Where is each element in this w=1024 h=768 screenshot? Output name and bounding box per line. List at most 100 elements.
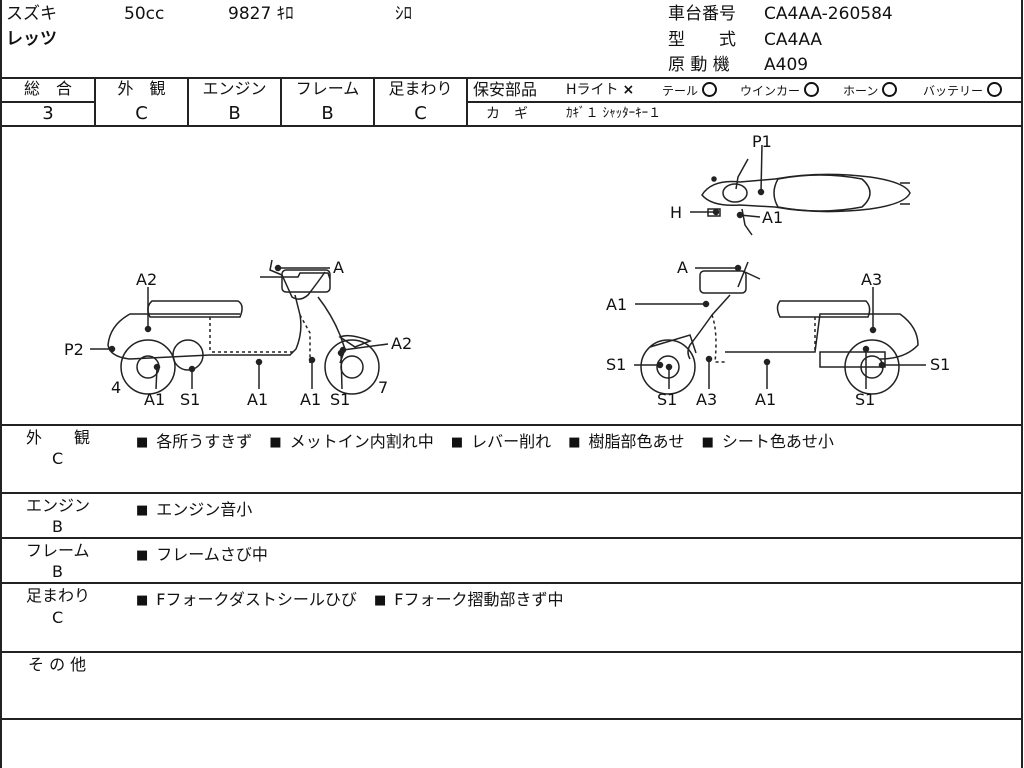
safety-item-winker: ウインカー	[740, 82, 820, 100]
bullet-icon: ■	[136, 593, 149, 608]
remark-label-engine: エンジン	[26, 496, 91, 515]
bullet-icon: ■	[450, 435, 464, 450]
remark-divider-1	[1, 492, 1022, 494]
left-view-markers	[90, 264, 389, 390]
remark-grade-frame: B	[52, 562, 63, 581]
remark-label-suspension: 足まわり	[26, 586, 91, 605]
remark-text: フレームさび中	[156, 545, 268, 564]
remark-item: ■ シート色あせ小	[702, 432, 834, 451]
remark-item: ■ エンジン音小	[136, 500, 252, 519]
remark-text: 樹脂部色あせ	[588, 432, 685, 451]
border-left	[0, 0, 2, 768]
grade-label-frame: フレーム	[295, 79, 360, 98]
label-a3-right: A3	[696, 390, 717, 409]
header-divider	[1, 77, 1022, 79]
label-a1-left-3: A1	[300, 390, 321, 409]
remark-text: メットイン内割れ中	[289, 432, 434, 451]
remark-grade-suspension: C	[52, 608, 64, 627]
color: ｼﾛ	[395, 4, 412, 24]
safety-label: 保安部品	[473, 80, 538, 99]
grade-value-overall: 3	[42, 103, 54, 124]
bullet-icon: ■	[568, 435, 581, 450]
maker: スズキ	[6, 4, 57, 24]
label-a1-left-1: A1	[144, 390, 165, 409]
safety-item-label: ホーン	[843, 84, 879, 98]
label-a3-right-seat: A3	[861, 270, 882, 289]
type-value: CA4AA	[764, 30, 823, 50]
grade-row-bottom	[1, 125, 1022, 127]
grade-label-exterior: 外 観	[117, 79, 166, 98]
displacement: 50cc	[124, 4, 165, 24]
label-a1-top: A1	[762, 208, 783, 227]
safety-item-battery: バッテリー	[923, 82, 1003, 100]
label-s1-right-2: S1	[855, 390, 875, 409]
mileage: 9827 ｷﾛ	[228, 4, 294, 24]
remark-items-exterior: ■ 各所うすきず ■ メットイン内割れ中 ■ レバー削れ ■ 樹脂部色あせ ■ シート色あ…	[136, 428, 846, 452]
label-a1-right-top: A1	[606, 295, 627, 314]
bullet-icon: ■	[136, 548, 149, 563]
remark-grade-exterior: C	[52, 449, 64, 468]
grade-value-engine: B	[228, 103, 241, 124]
bullet-icon: ■	[373, 593, 387, 608]
grade-divider-3	[280, 78, 282, 126]
safety-item-label: テール	[662, 84, 699, 98]
safety-item-label: ウインカー	[740, 84, 801, 98]
remark-text: Fフォーク摺動部きず中	[394, 590, 564, 609]
bullet-icon: ■	[136, 435, 149, 450]
remark-items-engine: ■ エンジン音小	[136, 496, 264, 520]
label-a1-right: A1	[755, 390, 776, 409]
grade-divider-2	[187, 78, 189, 126]
diagram-bottom	[1, 424, 1022, 426]
remark-text: エンジン音小	[156, 500, 253, 519]
remark-label-other: そ の 他	[28, 655, 87, 674]
model-name: レッツ	[6, 29, 57, 49]
border-right	[1021, 0, 1023, 768]
safety-item-tail: テール	[662, 82, 718, 100]
scooter-diagram: P1 H A1 A A2 A2 P2 4 A1 S1 A1 A1 S1 7 A …	[64, 132, 950, 409]
remark-divider-3	[1, 582, 1022, 584]
remark-divider-5	[1, 718, 1022, 720]
remark-item: ■ Fフォーク摺動部きず中	[374, 590, 564, 609]
right-view-markers	[634, 264, 926, 389]
key-label: カ ギ	[486, 106, 528, 122]
remark-text: レバー削れ	[471, 432, 552, 451]
label-s1-left-1: S1	[180, 390, 200, 409]
remark-text: シート色あせ小	[721, 432, 834, 451]
cross-icon: ×	[622, 82, 635, 98]
grade-label-overall: 総 合	[23, 79, 72, 98]
label-a-left: A	[333, 258, 344, 277]
engine-value: A409	[764, 55, 809, 75]
bullet-icon: ■	[136, 503, 149, 518]
grade-divider-4	[373, 78, 375, 126]
grade-value-suspension: C	[414, 103, 427, 124]
label-a2-left-front: A2	[391, 334, 412, 353]
grade-divider-1	[94, 78, 96, 126]
label-h: H	[670, 203, 682, 222]
circle-icon	[882, 82, 898, 97]
remark-label-exterior: 外 観	[26, 428, 91, 447]
label-7: 7	[378, 378, 388, 397]
label-s1-right-left: S1	[606, 355, 626, 374]
remark-items-suspension: ■Fフォークダストシールひび ■Fフォーク摺動部きず中	[136, 586, 575, 610]
remark-item: ■ 樹脂部色あせ	[568, 432, 684, 451]
remark-grade-engine: B	[52, 517, 63, 536]
label-4: 4	[111, 378, 121, 397]
grade-value-exterior: C	[135, 103, 148, 124]
label-a2-left-seat: A2	[136, 270, 157, 289]
remark-label-frame: フレーム	[26, 541, 90, 560]
circle-icon	[987, 82, 1003, 97]
label-s1-right-1: S1	[657, 390, 677, 409]
top-view-scooter	[701, 158, 911, 236]
chassis-value: CA4AA-260584	[764, 4, 893, 24]
remark-items-frame: ■ フレームさび中	[136, 541, 280, 565]
engine-label: 原 動 機	[668, 55, 730, 75]
label-s1-right-rear: S1	[930, 355, 950, 374]
safety-item-headlight: Hライト×	[566, 81, 634, 99]
label-p1: P1	[752, 132, 772, 151]
grade-midline-1	[1, 101, 95, 103]
safety-item-horn: ホーン	[843, 82, 898, 100]
bullet-icon: ■	[701, 435, 714, 450]
remark-text: 各所うすきず	[156, 432, 253, 451]
remark-item: ■ 各所うすきず	[136, 432, 252, 451]
